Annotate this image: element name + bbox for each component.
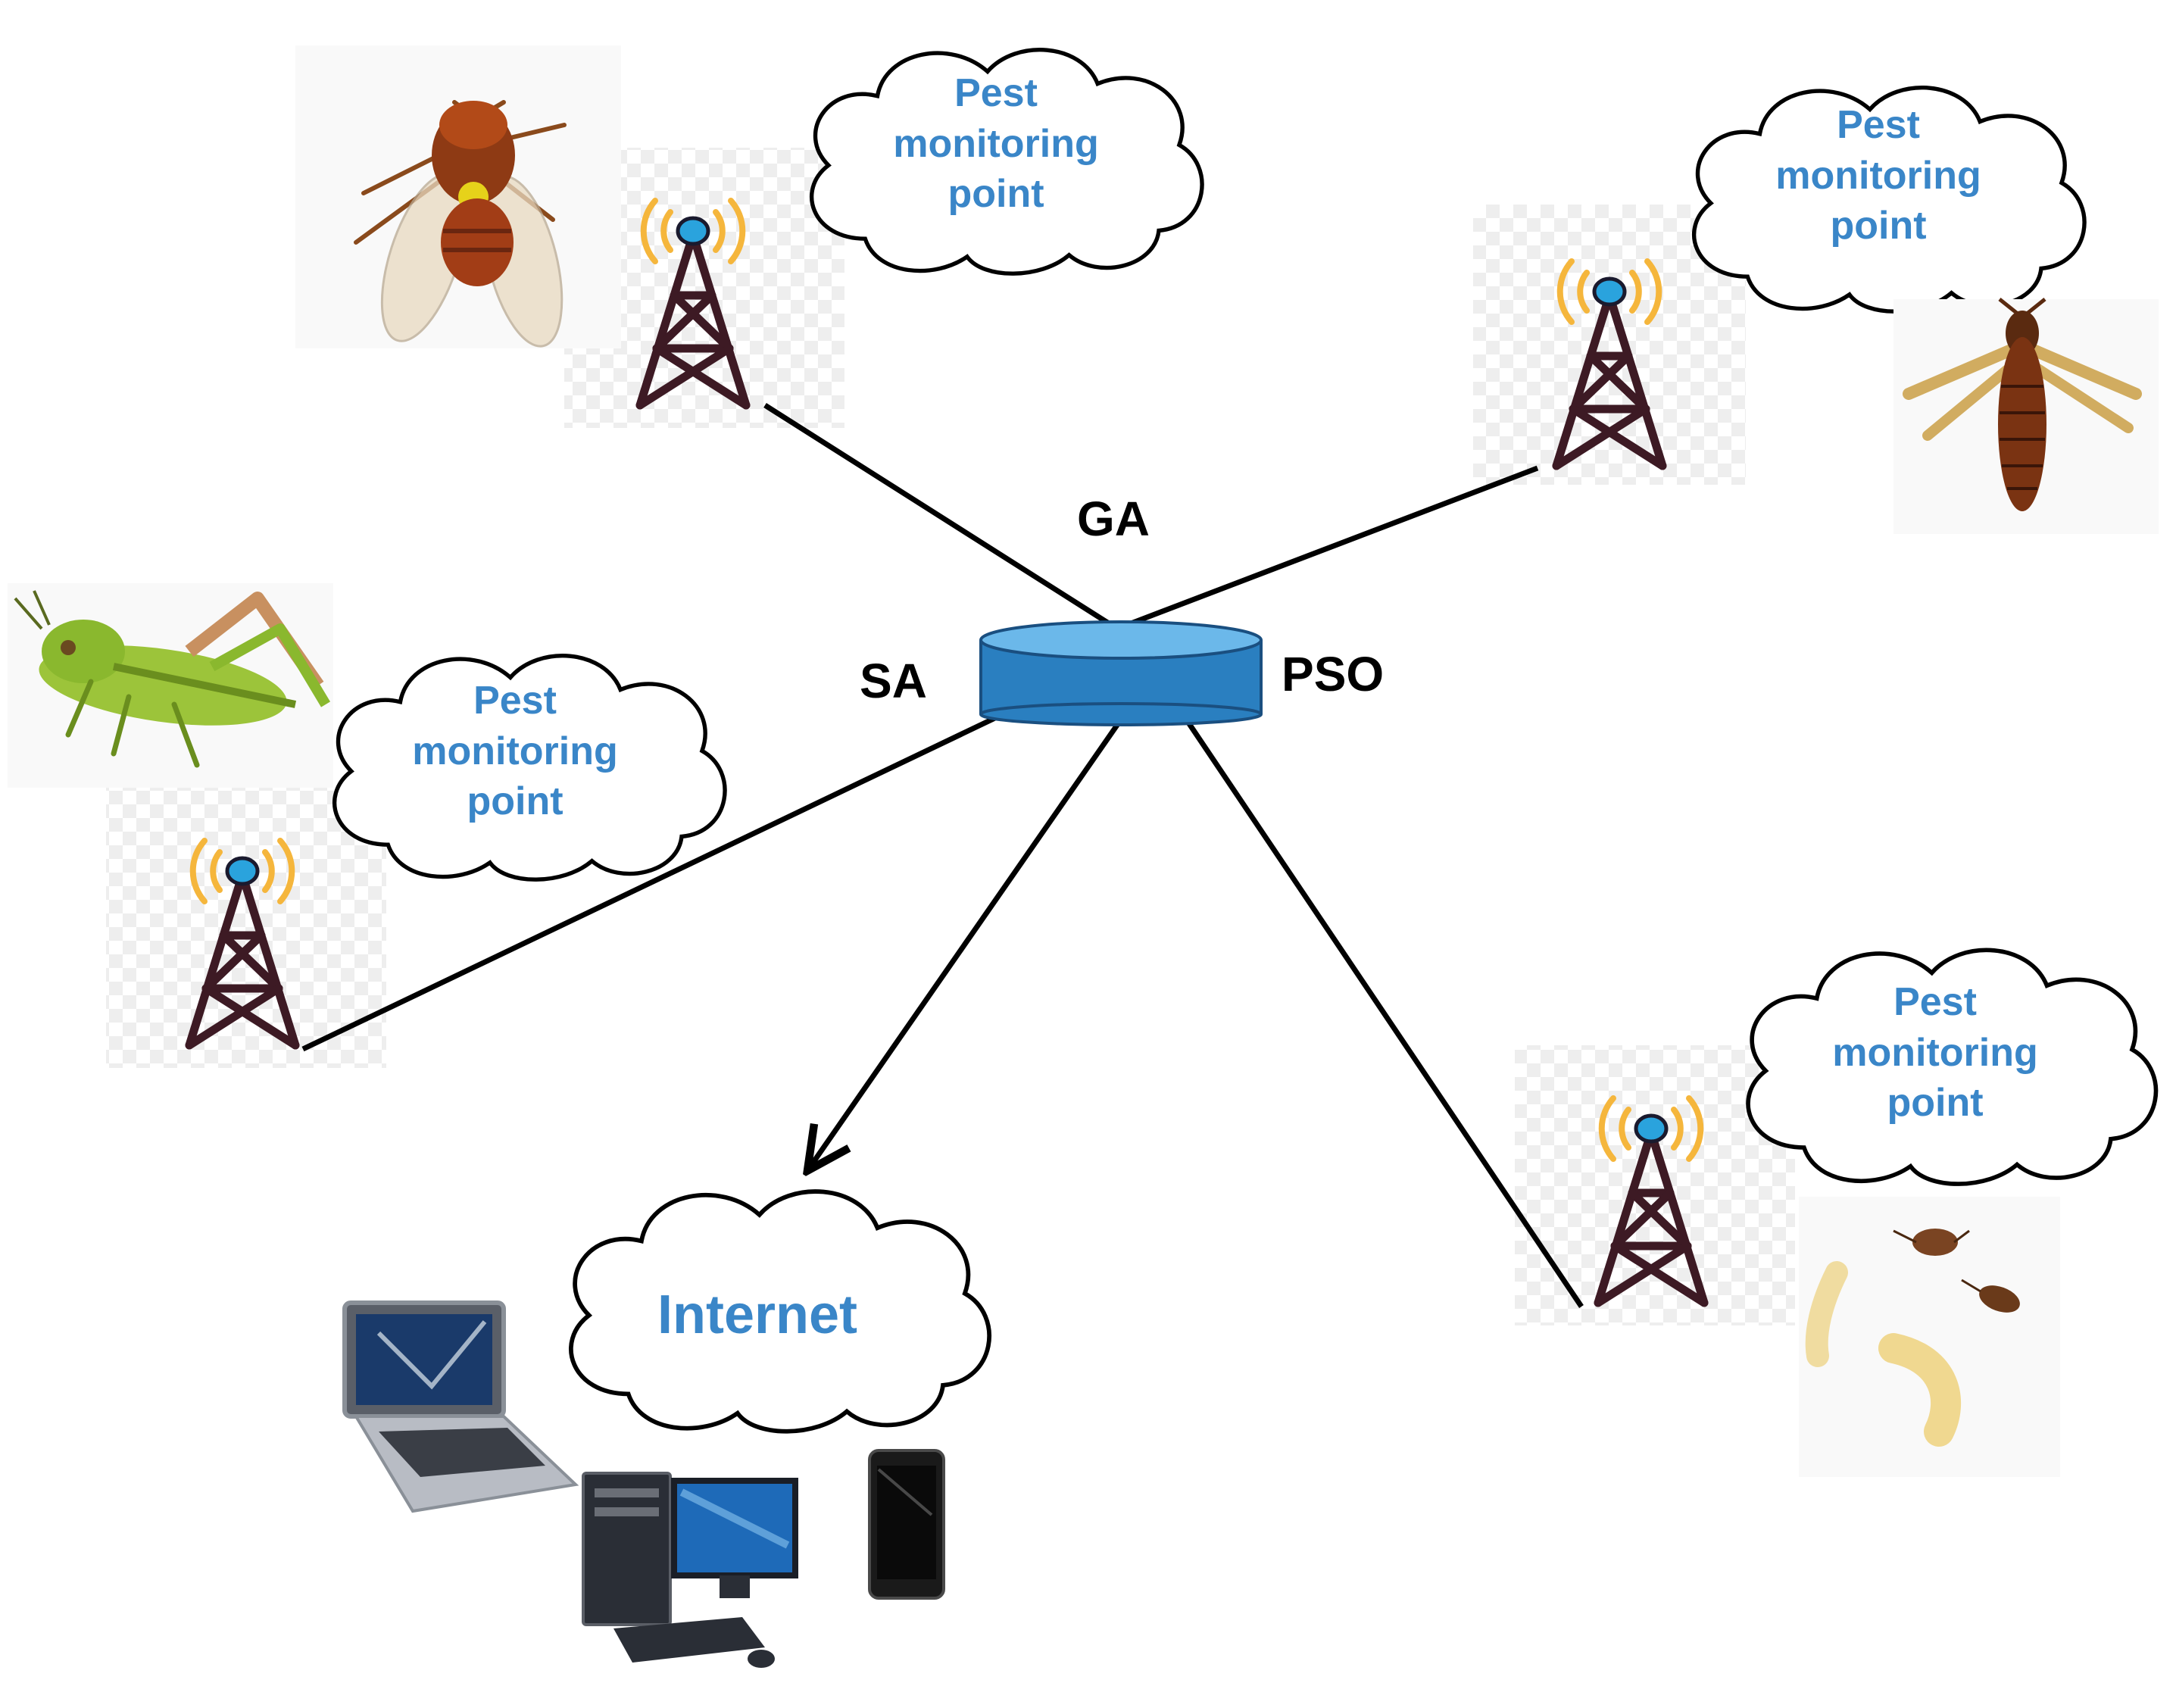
- monitoring-point-label-left: Pest monitoring point: [412, 679, 618, 824]
- tower-bg-left: [106, 788, 386, 1068]
- link-internet-arrow: [810, 718, 1123, 1166]
- link-top-left: [763, 403, 1119, 631]
- monitoring-point-label-top-left: Pest monitoring point: [893, 71, 1099, 217]
- router-icon: [979, 620, 1263, 726]
- grasshopper-icon: [8, 583, 333, 788]
- fruit-fly-icon: [295, 45, 621, 348]
- internet-label: Internet: [657, 1285, 858, 1345]
- monitoring-point-label-top-right: Pest monitoring point: [1775, 103, 1981, 248]
- link-top-right: [1116, 465, 1539, 632]
- larvae-beetles-icon: [1799, 1197, 2060, 1477]
- laptop-icon: [342, 1301, 579, 1513]
- network-links: [301, 403, 1584, 1308]
- smartphone-icon: [868, 1449, 945, 1600]
- link-bottom-right: [1183, 717, 1584, 1308]
- algorithm-label-ga: GA: [1077, 492, 1150, 546]
- desktop-computer-icon: [582, 1472, 798, 1668]
- algorithm-label-pso: PSO: [1282, 647, 1385, 701]
- algorithm-label-sa: SA: [860, 654, 927, 708]
- thrips-icon: [1893, 298, 2159, 534]
- link-left: [301, 713, 1001, 1052]
- monitoring-point-label-bottom-right: Pest monitoring point: [1832, 980, 2038, 1126]
